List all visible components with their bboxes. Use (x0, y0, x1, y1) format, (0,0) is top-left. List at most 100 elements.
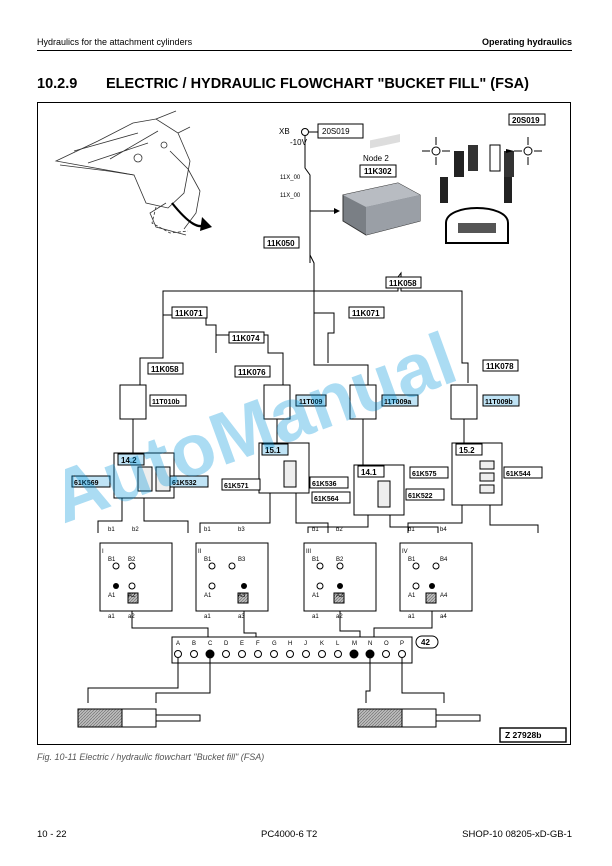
terminal-block-label: 42 (421, 638, 430, 647)
valve-block-4: IV b1 b4 B1 B4 A1 A4 a1 a4 (399, 527, 473, 620)
timer-label-2: 11T009 (299, 399, 322, 406)
svg-text:a4: a4 (440, 614, 447, 620)
node-module-image (342, 134, 421, 236)
relay-label-1: 11K050 (267, 239, 295, 248)
svg-text:a3: a3 (238, 614, 245, 620)
terminal-block: A B C D E F G H J K L M N O P 42 (171, 635, 439, 664)
footer-model: PC4000-6 T2 (261, 829, 318, 840)
svg-text:B2: B2 (336, 557, 344, 563)
block-label-1: 14.2 (121, 456, 137, 465)
svg-text:A1: A1 (312, 593, 320, 599)
svg-text:A1: A1 (204, 593, 212, 599)
block-label-2: 15.1 (265, 446, 281, 455)
svg-text:a1: a1 (108, 614, 115, 620)
valve-block-2: II b1 b3 B1 B3 A1 A3 a1 a3 (195, 527, 269, 620)
joystick-illustration: 20S019 (422, 113, 546, 244)
valve-block-numeral-1: I (102, 549, 104, 555)
valve-label-6: 61K522 (408, 493, 433, 500)
svg-text:a1: a1 (312, 614, 319, 620)
valve-label-4: 61K536 (312, 481, 337, 488)
svg-text:b1: b1 (408, 527, 415, 533)
svg-text:B3: B3 (238, 557, 246, 563)
hydraulic-cylinder-left (77, 708, 201, 728)
svg-text:a1: a1 (408, 614, 415, 620)
svg-text:B2: B2 (128, 557, 136, 563)
figure-caption: Fig. 10-11 Electric / hydraulic flowchar… (37, 752, 265, 762)
svg-text:A4: A4 (440, 593, 448, 599)
svg-text:H: H (288, 641, 292, 647)
bucket-illustration (54, 110, 201, 236)
relay-label-7: 11K076 (238, 368, 266, 377)
svg-text:b2: b2 (336, 527, 343, 533)
supply-terminal: XB (279, 127, 290, 136)
relay-label-4: 11K074 (232, 334, 260, 343)
footer-page-number: 10 - 22 (37, 829, 67, 840)
node-component-label: 11K302 (364, 167, 392, 176)
svg-text:B1: B1 (408, 557, 416, 563)
block-label-3: 14.1 (361, 468, 377, 477)
svg-text:b1: b1 (312, 527, 319, 533)
svg-text:A2: A2 (336, 593, 344, 599)
svg-text:N: N (368, 641, 372, 647)
valve-block-3: III b1 b2 B1 B2 A1 A2 a1 a2 (303, 527, 377, 620)
connector-label-2: 11X_00 (280, 193, 301, 199)
footer-doc-code: SHOP-10 08205-xD-GB-1 (462, 829, 572, 840)
svg-text:a1: a1 (204, 614, 211, 620)
svg-text:b3: b3 (238, 527, 245, 533)
svg-text:M: M (352, 641, 357, 647)
svg-text:E: E (240, 641, 244, 647)
relay-label-8: 11K078 (486, 362, 514, 371)
header-divider (37, 50, 572, 51)
timer-label-1: 11T010b (152, 399, 180, 406)
timer-label-3: 11T009a (384, 399, 411, 406)
valve-block-numeral-2: II (198, 549, 202, 555)
header-section-title: Operating hydraulics (481, 37, 572, 47)
node-label: Node 2 (363, 154, 389, 163)
flowchart-figure: XB -10V 20S019 11X_00 11X_00 Node 2 11K3… (37, 102, 571, 745)
svg-text:b1: b1 (204, 527, 211, 533)
svg-text:B: B (192, 641, 196, 647)
joystick-label: 20S019 (512, 116, 540, 125)
svg-text:b2: b2 (132, 527, 139, 533)
relay-label-5: 11K071 (352, 309, 380, 318)
svg-text:L: L (336, 641, 340, 647)
svg-text:J: J (304, 641, 307, 647)
svg-text:b4: b4 (440, 527, 447, 533)
connector-label-1: 11X_00 (280, 175, 301, 181)
relay-label-6: 11K058 (151, 365, 179, 374)
svg-text:B1: B1 (204, 557, 212, 563)
valve-label-2: 61K532 (172, 480, 197, 487)
switch-label: 20S019 (322, 127, 350, 136)
svg-text:A2: A2 (128, 593, 136, 599)
svg-text:K: K (320, 641, 324, 647)
valve-block-1: I b1 b2 B1 B2 A1 A2 a1 a2 (99, 527, 173, 620)
svg-text:A3: A3 (238, 593, 246, 599)
supply-terminal-symbol (301, 128, 309, 136)
svg-text:F: F (256, 641, 260, 647)
valve-block-numeral-3: III (306, 549, 311, 555)
svg-text:C: C (208, 641, 213, 647)
relay-label-2: 11K058 (389, 279, 417, 288)
supply-voltage: -10V (290, 138, 308, 147)
svg-text:B1: B1 (312, 557, 320, 563)
svg-text:A: A (176, 641, 180, 647)
hydraulic-cylinder-right (357, 708, 481, 728)
valve-label-1: 61K569 (74, 480, 99, 487)
valve-label-7: 61K575 (412, 471, 437, 478)
timer-label-4: 11T009b (485, 399, 513, 406)
section-number: 10.2.9 (37, 76, 78, 92)
svg-text:A1: A1 (108, 593, 116, 599)
block-label-4: 15.2 (459, 446, 475, 455)
svg-text:D: D (224, 641, 229, 647)
valve-label-5: 61K564 (314, 496, 339, 503)
arrow-head (200, 217, 212, 231)
switch-box (317, 123, 364, 139)
svg-text:B4: B4 (440, 557, 448, 563)
valve-label-3: 61K571 (224, 483, 249, 490)
svg-text:A1: A1 (408, 593, 416, 599)
flowchart-diagram: XB -10V 20S019 11X_00 11X_00 Node 2 11K3… (54, 110, 567, 743)
valve-block-numeral-4: IV (402, 549, 408, 555)
header-chapter-title: Hydraulics for the attachment cylinders (37, 37, 193, 47)
svg-text:B1: B1 (108, 557, 116, 563)
valve-label-8: 61K544 (506, 471, 531, 478)
